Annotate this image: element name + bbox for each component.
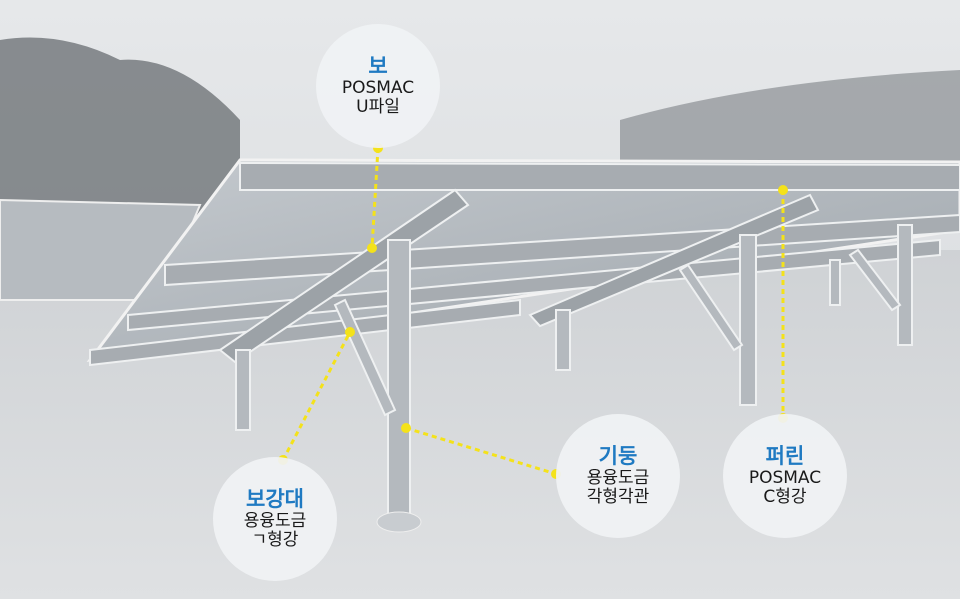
label-line: 용융도금 <box>586 467 650 488</box>
beams <box>218 188 820 364</box>
label-line: ㄱ형강 <box>251 529 299 550</box>
leader-lines <box>281 147 785 476</box>
label-line: POSMAC <box>748 467 822 488</box>
label-line: U파일 <box>356 96 400 117</box>
label-title: 보 <box>368 54 388 79</box>
label-column: 기둥 용융도금 각형각관 <box>556 414 680 538</box>
label-line: 각형각관 <box>586 486 650 507</box>
label-line: POSMAC <box>341 77 415 98</box>
columns <box>235 224 913 526</box>
label-title: 기둥 <box>598 444 638 469</box>
label-purlin: 퍼린 POSMAC C형강 <box>723 414 847 538</box>
label-title: 퍼린 <box>765 444 805 469</box>
trees <box>0 37 240 220</box>
label-line: C형강 <box>763 486 807 507</box>
label-brace: 보강대 용융도금 ㄱ형강 <box>213 457 337 581</box>
label-line: 용융도금 <box>243 510 307 531</box>
label-title: 보강대 <box>246 487 304 512</box>
label-beam: 보 POSMAC U파일 <box>316 24 440 148</box>
